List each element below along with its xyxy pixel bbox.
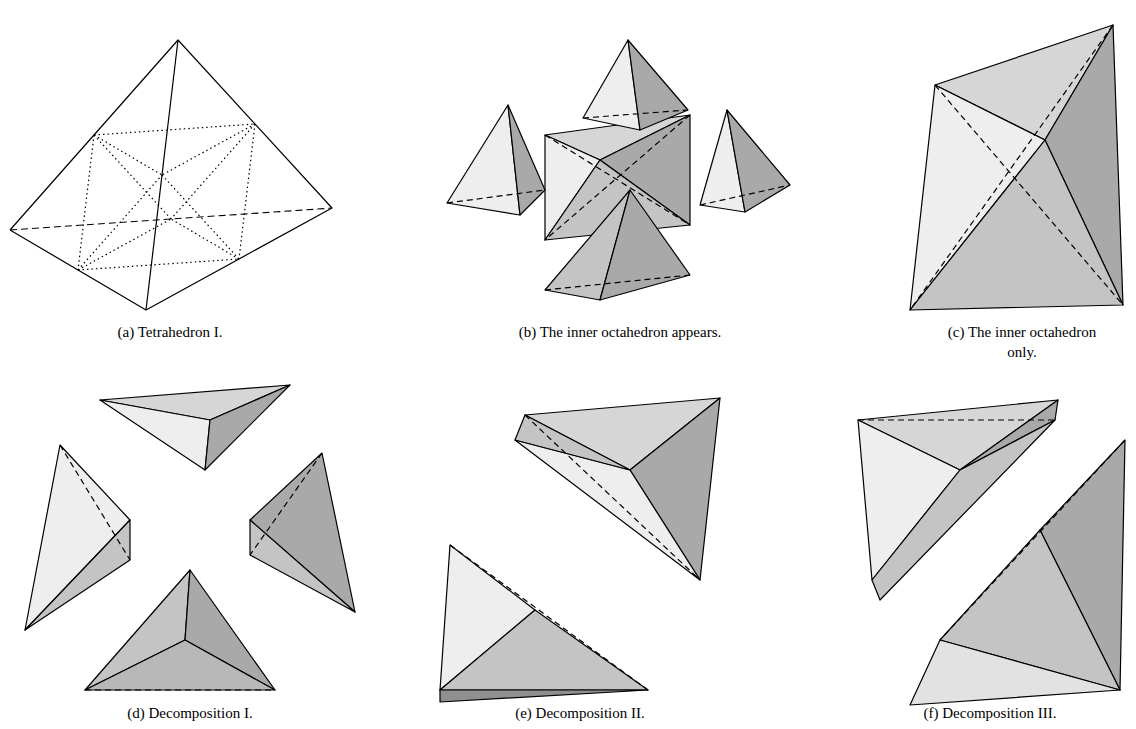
octahedron-figure <box>910 25 1123 310</box>
caption: (b) The inner octahedron appears. <box>450 322 790 342</box>
caption: (f) Decomposition III. <box>840 703 1136 723</box>
decomposition-three-figure <box>858 400 1125 705</box>
decomposition-two-figure <box>440 398 720 702</box>
exploded-figure <box>447 40 790 300</box>
decomposition-one-figure <box>25 385 355 690</box>
caption: (a) Tetrahedron I. <box>20 322 320 342</box>
tetrahedron-figure <box>10 40 332 310</box>
caption: (d) Decomposition I. <box>40 703 340 723</box>
caption: (c) The inner octahedron only. <box>947 322 1097 362</box>
caption: (e) Decomposition II. <box>430 703 730 723</box>
